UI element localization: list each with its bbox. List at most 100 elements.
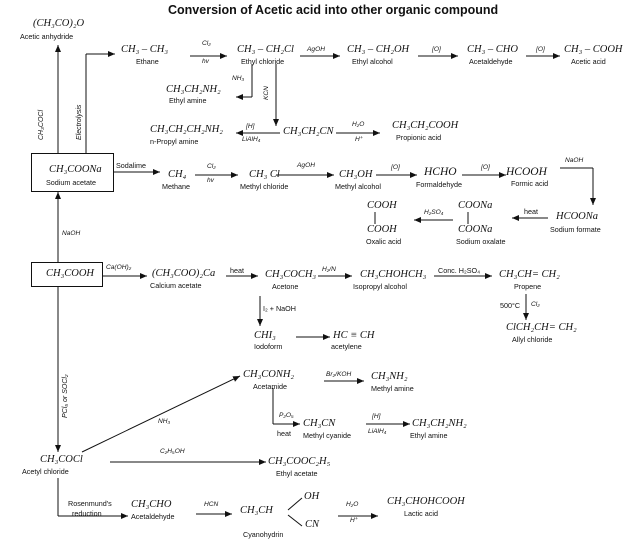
condition-kcn: KCN <box>263 86 270 100</box>
condition-naoh-right: NaOH <box>565 157 584 164</box>
condition-lialh4-1: LiAlH₄ <box>242 136 261 143</box>
methyl-alcohol-formula: CH₃OH <box>339 169 373 180</box>
iodoform-formula: CHI₃ <box>254 330 276 341</box>
condition-nh3-1: NH₃ <box>232 75 245 82</box>
condition-caoh2: Ca(OH)₂ <box>106 264 132 271</box>
lactic-acid-formula: CH₃CHOHCOOH <box>387 496 465 507</box>
condition-cl2-2: Cl₂ <box>207 163 216 170</box>
condition-rosenmund-1: Rosenmund's <box>68 499 112 508</box>
bond-cn <box>287 514 303 527</box>
methyl-amine-label: Methyl amine <box>371 384 414 393</box>
condition-hcn: HCN <box>204 501 219 508</box>
acetone-formula: CH₃COCH₃ <box>265 269 317 280</box>
condition-electrolysis: Electrolysis <box>76 104 83 140</box>
condition-sodalime: Sodalime <box>116 161 146 170</box>
acetaldehyde-bottom-label: Acetaldehyde <box>131 512 175 521</box>
calcium-acetate-label: Calcium acetate <box>150 281 202 290</box>
propene-label: Propene <box>514 282 542 291</box>
formic-acid-label: Formic acid <box>511 179 549 188</box>
sodium-formate-label: Sodium formate <box>550 225 601 234</box>
methyl-chloride-label: Methyl chloride <box>240 182 289 191</box>
acetic-anhydride-label: Acetic anhydride <box>20 32 74 41</box>
cyanohydrin-label: Cyanohydrin <box>243 530 284 539</box>
oxalic-acid-formula-top: COOH <box>367 200 397 211</box>
cyanohydrin-formula-cn: CN <box>305 519 320 530</box>
condition-500c: 500°C <box>500 301 521 310</box>
allyl-chloride-label: Allyl chloride <box>512 335 553 344</box>
ethyl-chloride-label: Ethyl chloride <box>241 57 285 66</box>
propene-formula: CH₃CH= CH₂ <box>499 269 560 280</box>
lactic-acid-label: Lactic acid <box>404 509 438 518</box>
formic-acid-formula: HCOOH <box>506 166 547 178</box>
ethyl-cyanide-formula: CH₃CH₂CN <box>283 126 334 137</box>
condition-heat-2: heat <box>230 266 244 275</box>
condition-h-2: [H] <box>372 413 381 420</box>
condition-lialh4-2: LiAlH₄ <box>368 428 387 435</box>
ethyl-amine-bottom-formula: CH₃CH₂NH₂ <box>412 418 467 429</box>
sodium-formate-formula: HCOONa <box>556 211 599 222</box>
calcium-acetate-formula: (CH₃COO)₂Ca <box>152 268 216 279</box>
methyl-amine-formula: CH₃NH₂ <box>371 371 408 382</box>
acetic-acid-box <box>31 262 103 287</box>
methyl-cyanide-formula: CH₃CN <box>303 418 336 429</box>
propyl-amine-formula: CH₃CH₂CH₂NH₂ <box>150 124 223 135</box>
condition-br2-koh: Br₂/KOH <box>326 371 352 378</box>
sodium-acetate-label: Sodium acetate <box>46 178 96 187</box>
condition-cl2-b: Cl₂ <box>531 301 540 308</box>
cyanohydrin-formula-main: CH₃CH <box>240 505 273 516</box>
ethyl-amine-bottom-label: Ethyl amine <box>410 431 448 440</box>
ethyl-acetate-label: Ethyl acetate <box>276 469 318 478</box>
acetaldehyde-bottom-formula: CH₃CHO <box>131 499 172 510</box>
arrow-nh3-to-acetamide <box>81 375 241 453</box>
acetamide-label: Acetamide <box>253 382 287 391</box>
condition-o-2: [O] <box>536 46 545 53</box>
allyl-chloride-formula: ClCH₂CH= CH₂ <box>506 322 577 333</box>
condition-o-3: [O] <box>391 164 400 171</box>
condition-agoh-1: AgOH <box>307 46 325 53</box>
sodium-acetate-box <box>31 153 114 192</box>
formaldehyde-formula: HCHO <box>424 166 457 178</box>
sodium-oxalate-label: Sodium oxalate <box>456 237 506 246</box>
condition-heat-3: heat <box>277 429 291 438</box>
acetic-acid-top-formula: CH₃ – COOH <box>564 44 623 55</box>
acetyl-chloride-formula: CH₃COCl <box>40 454 83 465</box>
propionic-acid-label: Propionic acid <box>396 133 442 142</box>
acetic-anhydride-formula: (CH₃CO)₂O <box>33 18 85 29</box>
propyl-amine-label: n-Propyl amine <box>150 137 199 146</box>
cyanohydrin-formula-oh: OH <box>304 491 320 502</box>
condition-acetic-anhydride-reagent: CH₃COCl <box>38 110 45 140</box>
condition-agoh-2: AgOH <box>297 162 315 169</box>
acetylene-label: acetylene <box>331 342 362 351</box>
ethyl-amine-top-formula: CH₃CH₂NH₂ <box>166 84 221 95</box>
condition-h2-ni: H₂/N <box>322 266 336 273</box>
condition-h2o-1: H₂O <box>352 121 365 128</box>
condition-o-4: [O] <box>481 164 490 171</box>
ethyl-acetate-formula: CH₃COOC₂H₅ <box>268 456 331 467</box>
condition-i2-naoh: I₂ + NaOH <box>263 304 296 313</box>
page-title: Conversion of Acetic acid into other org… <box>168 3 499 17</box>
condition-h-1: [H] <box>246 123 255 130</box>
condition-nh3-2: NH₃ <box>158 418 171 425</box>
methyl-cyanide-label: Methyl cyanide <box>303 431 351 440</box>
acetic-acid-main-formula: CH₃COOH <box>46 268 94 279</box>
iodoform-label: Iodoform <box>254 342 283 351</box>
condition-conc-h2so4: Conc. H₂SO₄ <box>438 266 481 275</box>
condition-cl2-1: Cl₂ <box>202 40 211 47</box>
ethane-label: Ethane <box>136 57 159 66</box>
oxalic-acid-formula-bottom: COOH <box>367 224 397 235</box>
condition-hplus-2: H⁺ <box>350 517 359 524</box>
acetaldehyde-top-formula: CH₃ – CHO <box>467 44 518 55</box>
methyl-alcohol-label: Methyl alcohol <box>335 182 381 191</box>
ethyl-chloride-formula: CH₃ – CH₂Cl <box>237 44 294 55</box>
condition-rosenmund-2: reduction <box>72 509 102 518</box>
propionic-acid-formula: CH₃CH₂COOH <box>392 120 459 131</box>
condition-o-1: [O] <box>432 46 441 53</box>
acetaldehyde-top-label: Acetaldehyde <box>469 57 513 66</box>
oxalic-acid-label: Oxalic acid <box>366 237 402 246</box>
condition-hplus-1: H⁺ <box>355 136 364 143</box>
isopropyl-alcohol-formula: CH₃CHOHCH₃ <box>360 269 427 280</box>
methyl-chloride-formula: CH₃ Cl <box>249 169 280 180</box>
ethyl-alcohol-formula: CH₃ – CH₂OH <box>347 44 410 55</box>
condition-pcl5-socl2: PCl₅ or SOCl₂ <box>62 374 69 418</box>
